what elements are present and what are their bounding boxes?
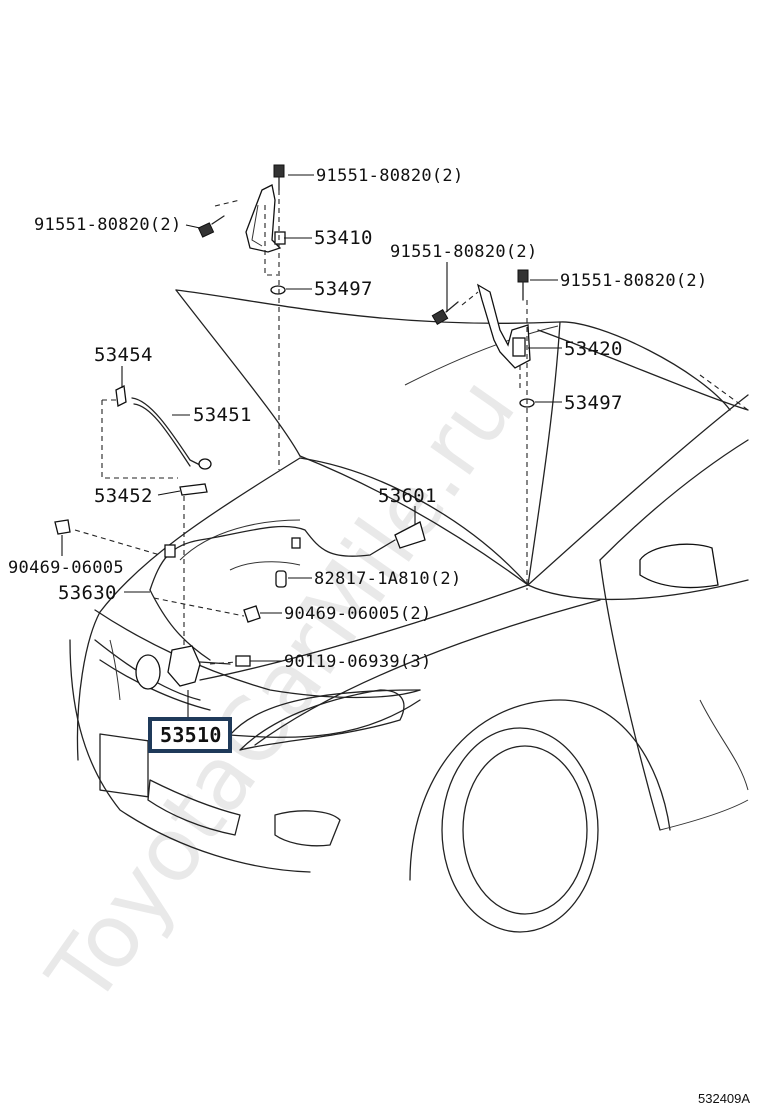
release-lever [394,521,426,549]
bolt-left-top [273,164,285,191]
label-clip-left: 90469-06005 [8,558,124,578]
label-washer-right: 53497 [564,392,623,414]
label-release-cable: 53630 [58,582,117,604]
highlight-box [148,717,232,753]
washer-left [270,285,286,295]
label-bolt-right-top: 91551-80820(2) [560,271,708,291]
label-washer-left: 53497 [314,278,373,300]
guide-lines [74,190,749,665]
label-bolt-lock: 90119-06939(3) [284,652,432,672]
label-clip-support: 53454 [94,344,153,366]
hood-hinge-right [476,283,531,369]
clip-left [54,519,71,535]
watermark: ToyotaCarMile.ru [27,359,535,1023]
hood-lock [135,645,231,690]
bolt-right-side [431,301,459,326]
diagram-code: 532409A [698,1091,750,1106]
bolt-left-side [197,215,225,238]
highlighted-part-53510[interactable]: 53510 [148,717,232,753]
label-bolt-left-top: 91551-80820(2) [316,166,464,186]
car-body-illustration [69,289,749,933]
bolt-right-top [517,269,529,301]
label-hinge-left: 53410 [314,227,373,249]
rod-holder [179,483,208,496]
label-bolt-right-side: 91551-80820(2) [390,242,538,262]
label-clip-cable: 90469-06005(2) [284,604,432,624]
label-hood-lock[interactable]: 53510 [160,723,222,747]
hood-support-rod [131,397,201,466]
bolt-lock [235,655,251,667]
label-cable-clamp: 82817-1A810(2) [314,569,462,589]
leader-lines [61,174,562,718]
clip-support [115,385,127,407]
label-release-lever: 53601 [378,485,437,507]
label-hinge-right: 53420 [564,338,623,360]
part-labels: 91551-80820(2) 91551-80820(2) 53410 5349… [8,166,708,672]
label-bolt-left-side: 91551-80820(2) [34,215,182,235]
cable-clamp [275,570,287,588]
clip-cable [243,605,261,623]
label-rod-holder: 53452 [94,485,153,507]
label-hood-support-rod: 53451 [193,404,252,426]
